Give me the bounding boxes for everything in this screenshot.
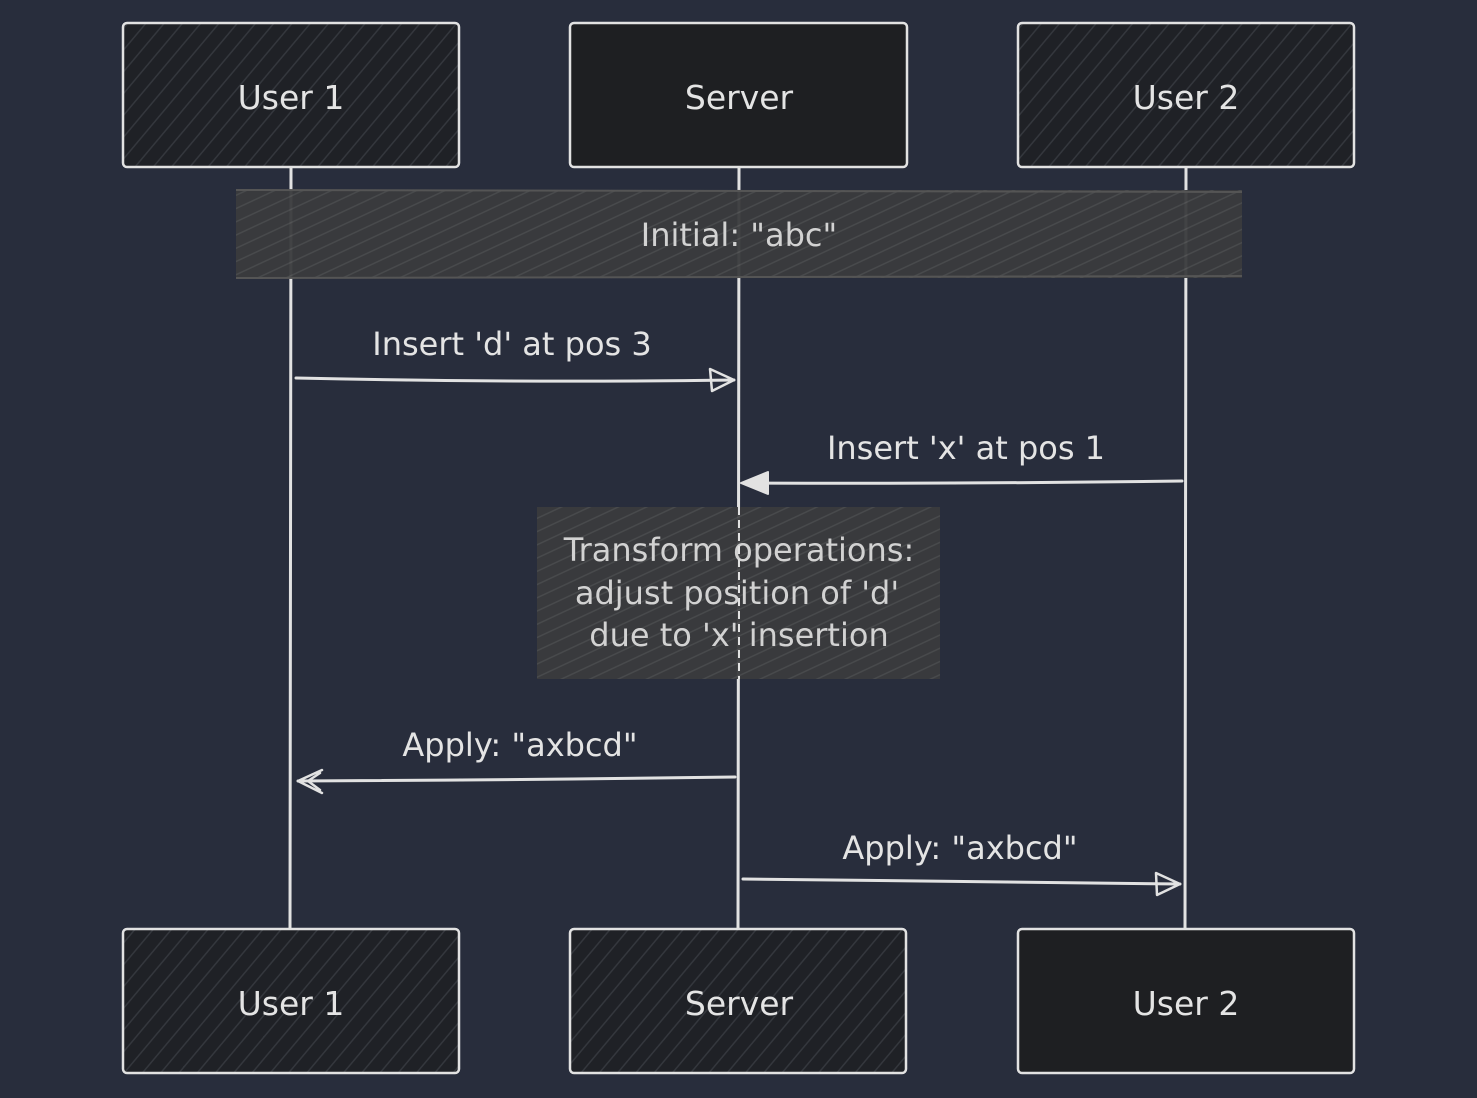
participant-label: User 1 (238, 984, 345, 1023)
message-3-label: Apply: "axbcd" (402, 726, 637, 764)
participant-box-user-1-top: User 1 (121, 21, 461, 169)
note-transform-line-3: due to 'x' insertion (589, 616, 888, 654)
lifeline-user-1 (288, 166, 293, 930)
participant-box-server-top: Server (568, 21, 909, 169)
participant-label: User 2 (1133, 984, 1240, 1023)
message-2-label: Insert 'x' at pos 1 (827, 429, 1105, 467)
message-1-label: Insert 'd' at pos 3 (372, 325, 651, 363)
message-2-arrow: Insert 'x' at pos 1 (740, 429, 1184, 495)
participant-label: User 1 (238, 78, 345, 117)
message-4-label: Apply: "axbcd" (842, 829, 1077, 867)
note-initial-text: Initial: "abc" (641, 216, 837, 254)
lifeline-user-2 (1183, 166, 1188, 930)
participant-box-user-2-bottom: User 2 (1016, 927, 1356, 1075)
message-1-arrow: Insert 'd' at pos 3 (294, 325, 736, 393)
participant-label: Server (685, 984, 794, 1023)
participant-box-user-2-top: User 2 (1016, 21, 1356, 169)
participant-label: User 2 (1133, 78, 1240, 117)
note-transform-line-2: adjust position of 'd' (575, 574, 899, 612)
participant-box-user-1-bottom: User 1 (121, 927, 461, 1075)
message-4-arrow: Apply: "axbcd" (741, 829, 1182, 897)
participant-label: Server (685, 78, 794, 117)
message-3-arrow: Apply: "axbcd" (296, 726, 737, 795)
note-initial: Initial: "abc" (235, 189, 1243, 279)
participant-box-server-bottom: Server (568, 927, 908, 1075)
